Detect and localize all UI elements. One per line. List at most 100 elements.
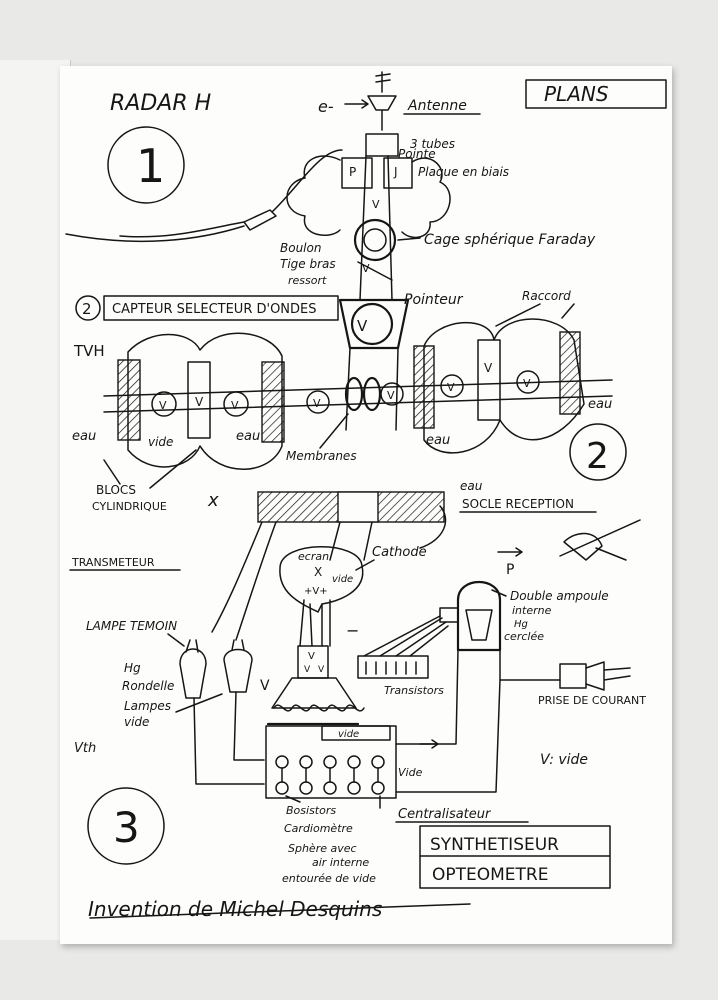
prise-plug xyxy=(585,661,631,691)
label-eau-right: eau xyxy=(588,397,612,412)
vide-sphere xyxy=(151,391,177,417)
label-pointeur: Pointeur xyxy=(404,292,464,308)
label-tige-bras: Tige bras xyxy=(280,257,336,271)
label-lampe-temoin: LAMPE TEMOIN xyxy=(86,619,177,633)
left-mark-v3: V xyxy=(159,399,167,412)
label-cardiometre: Cardiomètre xyxy=(284,822,353,835)
label-ecran: ecran xyxy=(298,550,329,563)
double-ampoule xyxy=(456,580,502,652)
label-hg-ampoule: Hg xyxy=(514,619,528,630)
transistor-cells xyxy=(365,661,417,675)
membrane-1 xyxy=(344,376,364,412)
cathode-mark-v1: V xyxy=(308,651,315,662)
stem-mark-v2: V xyxy=(372,198,380,211)
label-eau-mid: eau xyxy=(236,429,260,444)
label-transistors: Transistors xyxy=(384,684,444,697)
raccord-arrows xyxy=(495,303,575,327)
label-eau-socle: eau xyxy=(460,479,483,493)
arrow-electron xyxy=(344,99,369,109)
beam-sphere-1 xyxy=(306,390,330,414)
blocs-right-outline xyxy=(423,318,585,454)
cloud-shape xyxy=(286,155,451,239)
plate-boxes xyxy=(341,157,413,189)
label-vth: Vth xyxy=(74,741,96,756)
section-number-1-circle xyxy=(107,126,185,204)
right-mark-v1: V xyxy=(447,381,455,394)
vide-block xyxy=(187,361,211,439)
socle-center-clear xyxy=(337,491,379,523)
transistors-strip xyxy=(357,655,429,679)
label-ressort: ressort xyxy=(288,274,327,287)
pointer-sphere xyxy=(350,302,394,346)
stem-mark-v1: V xyxy=(362,262,370,275)
label-lampes: Lampes xyxy=(124,699,171,713)
section-number-3: 3 xyxy=(113,803,140,852)
label-interne: interne xyxy=(512,604,552,617)
coil-housing xyxy=(271,677,357,709)
left-mark-v1: V xyxy=(195,395,204,409)
label-sphere-2: air interne xyxy=(312,856,369,869)
faraday-cage xyxy=(353,218,397,262)
tube-center xyxy=(329,521,373,561)
label-electron: e- xyxy=(318,97,334,116)
hatched-block-left-1 xyxy=(117,359,141,441)
label-antenne: Antenne xyxy=(407,98,467,114)
section-number-2b: 2 xyxy=(586,436,609,477)
beam-mark-v1: V xyxy=(313,397,321,410)
ampoule-arrow xyxy=(491,589,507,597)
mark-minus: − xyxy=(346,621,359,640)
section-number-2-circle xyxy=(75,295,101,321)
membrane-2 xyxy=(362,376,382,412)
label-vide: vide xyxy=(148,435,173,449)
label-ecran-x: X xyxy=(314,565,322,579)
label-x: x xyxy=(207,490,219,511)
label-transmetteur: TRANSMETEUR xyxy=(71,556,155,569)
section-number-3-circle xyxy=(87,787,165,865)
label-3-tubes: 3 tubes xyxy=(410,137,455,151)
cathode-mark-v3: V xyxy=(318,665,325,675)
label-lampes-vide: vide xyxy=(124,715,149,729)
label-double-ampoule: Double ampoule xyxy=(510,589,609,603)
label-tvh: TVH xyxy=(73,342,105,360)
right-sphere-1 xyxy=(440,374,464,398)
section-number-2: 2 xyxy=(82,300,92,318)
membranes-arrow xyxy=(319,413,349,449)
label-v-vide: V: vide xyxy=(540,752,588,768)
label-rondelle: Rondelle xyxy=(122,679,174,693)
coil-winding xyxy=(273,704,365,712)
label-bosistors: Bosistors xyxy=(286,804,336,817)
cathode-tube xyxy=(299,599,331,647)
bosistor-row-2 xyxy=(275,781,385,795)
label-p: P xyxy=(506,562,514,578)
label-capteur: CAPTEUR SELECTEUR D'ONDES xyxy=(112,302,317,317)
right-mark-v2: V xyxy=(523,377,531,390)
label-eau-bottom: eau xyxy=(426,433,450,448)
horizontal-beam xyxy=(103,379,613,413)
beam-mark-v2: V xyxy=(387,389,395,402)
label-sphere-1: Sphère avec xyxy=(288,842,357,855)
ampoule-cap xyxy=(439,607,459,623)
bosistors-frame xyxy=(265,725,397,799)
circuit-wire-left xyxy=(193,691,265,785)
block-right-mid xyxy=(477,339,501,421)
label-vide-right: Vide xyxy=(398,766,423,779)
lampe-temoin-arrow xyxy=(167,633,185,647)
circuit-wire-right xyxy=(395,649,501,793)
label-membranes: Membranes xyxy=(286,449,357,463)
bosistor-row-1 xyxy=(275,755,385,769)
cathode-arrow xyxy=(355,559,375,571)
hatched-block-right-2 xyxy=(559,331,581,415)
section-number-1: 1 xyxy=(136,139,165,193)
arrow-p xyxy=(497,547,523,557)
label-cerclee: cerclée xyxy=(504,630,544,643)
beam-sphere-2 xyxy=(380,382,404,406)
bosistor-links xyxy=(281,767,379,783)
label-opteometre: OPTEOMETRE xyxy=(432,865,549,885)
label-plaque-biais: Plaque en biais xyxy=(418,165,509,179)
prise-wire xyxy=(499,649,561,681)
lamp-right xyxy=(223,639,253,693)
label-vide-small: vide xyxy=(338,729,359,740)
label-raccord: Raccord xyxy=(522,289,571,303)
cathode-mark-v2: V xyxy=(304,665,311,675)
